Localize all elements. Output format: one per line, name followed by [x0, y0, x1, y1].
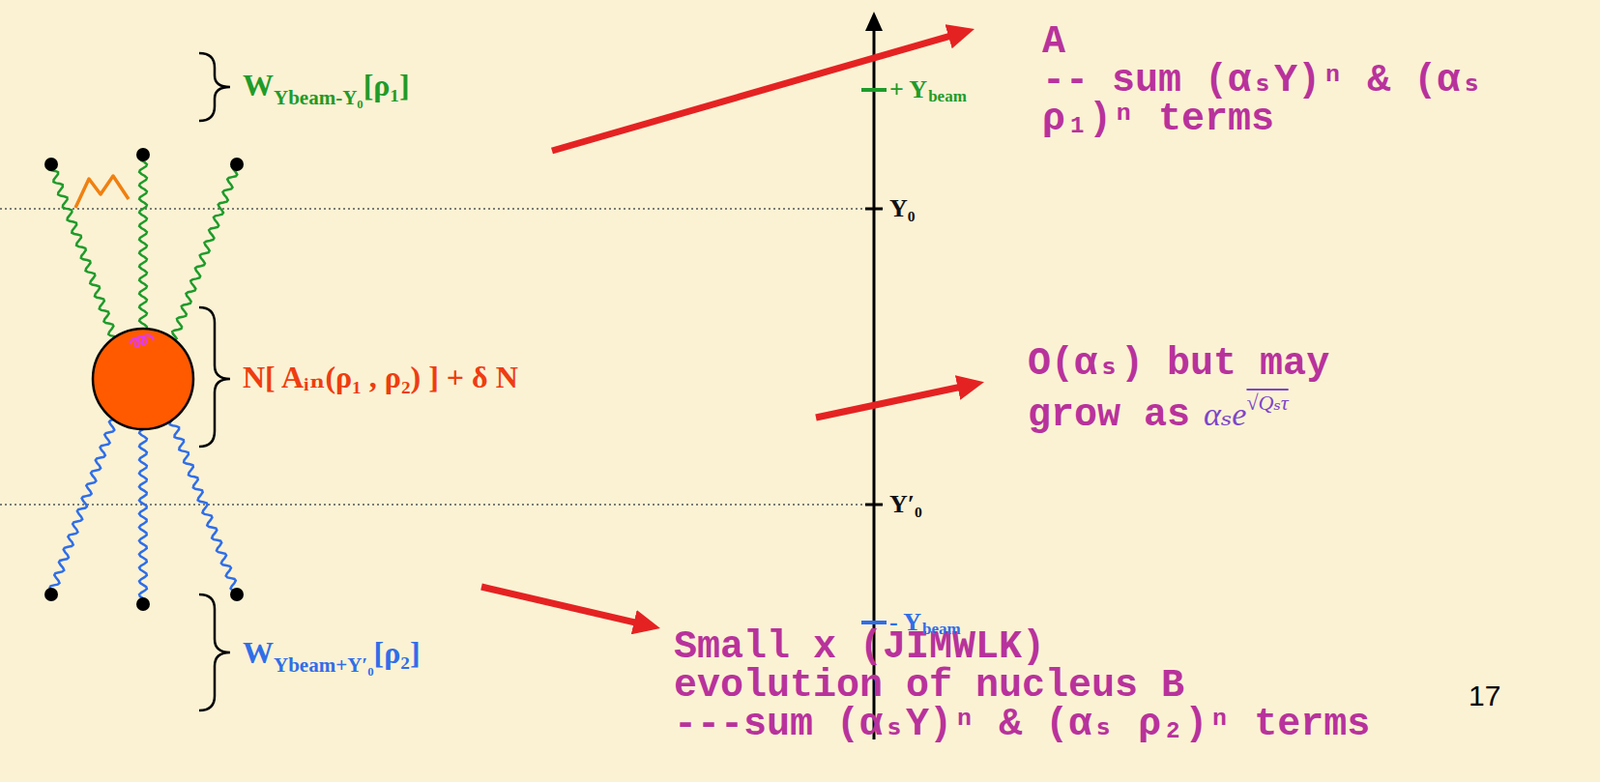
gluon-line — [139, 154, 147, 329]
axis-tick — [865, 207, 883, 211]
braces — [199, 53, 231, 711]
source-dot — [44, 157, 59, 172]
axis-label: Y₀ — [889, 193, 916, 225]
exchanged-gluon — [75, 175, 129, 208]
axis-tick — [861, 87, 887, 92]
axis-label: Y′₀ — [889, 489, 923, 521]
gluon-lines — [49, 154, 241, 605]
node-text: W — [242, 635, 274, 670]
pointer-arrow — [481, 586, 647, 626]
node-subtext: [ρ₁] — [363, 67, 410, 103]
source-dot — [230, 157, 244, 172]
brace — [199, 594, 231, 711]
gluon-line — [172, 164, 237, 340]
source-dot — [44, 587, 59, 602]
axis-tick — [865, 503, 883, 507]
node-subtext: [ρ₂] — [374, 635, 421, 670]
node-text: Small x (JIMWLK) evolution of nucleus B — [673, 628, 1216, 706]
brace — [199, 53, 231, 121]
node-text: N[ Aᵢₙ(ρ₁ , ρ₂) ] + δ N — [242, 359, 519, 395]
node-text: W — [242, 67, 274, 103]
growth-note: O(αₛ) but may grow asαₛe√Qₛτ — [984, 345, 1415, 436]
page-number: 17 — [1468, 679, 1501, 713]
gluon-line — [139, 429, 147, 605]
node-text: O(αₛ) but may grow as — [1027, 342, 1330, 437]
node-subtext: -- sum (αₛY)ⁿ & (αₛ ρ₁)ⁿ terms — [1042, 61, 1584, 140]
divider-line — [0, 207, 871, 210]
axis-label: + Y — [889, 74, 928, 106]
evolution-note: Small x (JIMWLK) evolution of nucleus B-… — [660, 628, 1370, 745]
weight-functional: WYbeam-Y₀[ρ₁] — [242, 67, 553, 151]
node-text: A — [1042, 23, 1584, 62]
node-subtext: ---sum (αₛY)ⁿ & (αₛ ρ₂)ⁿ terms — [673, 705, 1370, 745]
node-subtext: Ybeam+Y′₀ — [273, 653, 375, 677]
loop-correction — [129, 335, 154, 348]
inclusive-amplitude: N[ Aᵢₙ(ρ₁ , ρ₂) ] + δ N — [242, 359, 816, 418]
node-subtext: Ybeam-Y₀ — [273, 86, 364, 110]
source-dot — [136, 147, 150, 162]
node-subtext: √Qₛτ — [1246, 390, 1288, 415]
weight-functional: WYbeam+Y′₀[ρ₂] — [242, 586, 482, 683]
pointer-arrow — [815, 384, 971, 418]
collision-blob — [92, 328, 194, 430]
axis-tick — [861, 620, 887, 625]
divider-line — [0, 503, 871, 506]
axis-subscript: beam — [922, 619, 961, 640]
axis-label: - Y — [889, 607, 922, 639]
pointer-arrow — [552, 32, 962, 151]
color-sources — [44, 147, 244, 611]
rapidity-dividers — [0, 208, 871, 505]
evolution-note: A-- sum (αₛY)ⁿ & (αₛ ρ₁)ⁿ terms — [974, 23, 1584, 140]
axis-arrowhead — [865, 11, 883, 31]
source-dot — [136, 597, 150, 611]
node-subtext: αₛe — [1203, 396, 1247, 433]
source-dot — [230, 587, 244, 602]
gluon-line — [50, 419, 116, 596]
axis-subscript: beam — [928, 87, 967, 107]
brace — [199, 307, 231, 447]
